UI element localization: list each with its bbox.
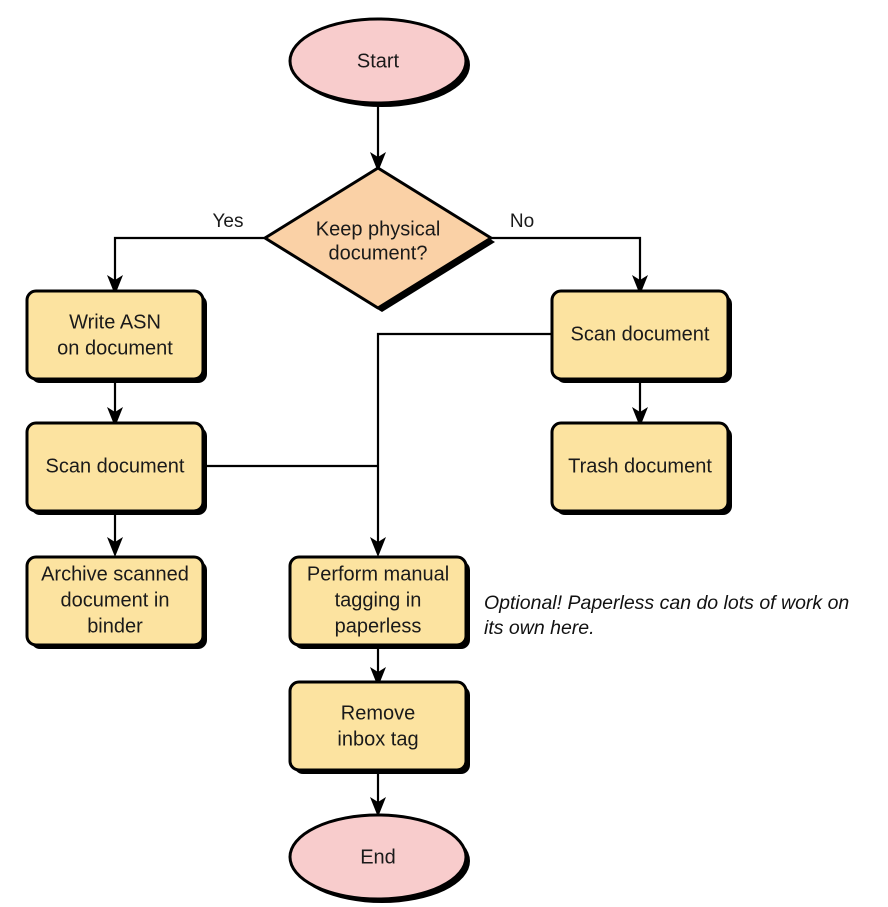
edge-line-yes [113,236,265,286]
archive-label-line3: binder [87,615,143,637]
remove-inbox-label-line2: inbox tag [337,728,418,750]
edge-start-to-decision [370,100,386,172]
remove-inbox-label-line1: Remove [341,702,415,724]
arrowhead-tagging-removeinbox [370,667,386,687]
arrowhead-scanright-tagging [370,537,386,557]
edge-scan-right-to-trash [632,378,648,427]
remove-inbox-rect [288,680,468,772]
scan-left-rect [25,421,205,513]
node-perform-manual-tagging[interactable]: Perform manual tagging in paperless [288,555,470,649]
arrowhead-no [632,275,648,295]
node-decision-keep-physical-document[interactable]: Keep physical document? [263,166,495,312]
node-write-asn[interactable]: Write ASN on document [25,289,207,383]
edges-layer [107,100,648,817]
edge-decision-no-to-scan-right [491,236,648,295]
edge-scan-right-to-tagging [370,332,552,557]
node-trash-document[interactable]: Trash document [550,421,732,515]
edge-decision-yes-to-write-asn [107,236,265,295]
archive-rect [25,555,205,647]
edge-label-no: No [510,211,534,232]
node-end[interactable]: End [288,813,470,903]
decision-diamond [263,166,493,310]
arrowhead-start-decision [370,152,386,172]
end-label: End [360,846,396,868]
tagging-label-line3: paperless [335,615,422,637]
trash-rect [550,421,730,513]
tagging-rect [288,555,468,647]
node-start[interactable]: Start [288,17,470,107]
scan-right-rect [550,289,730,381]
arrowhead-scanleft-archive [107,537,123,557]
edge-label-yes: Yes [213,211,244,232]
edge-line-scanright-tagging [376,332,552,548]
edge-labels-layer: Yes No [213,211,535,232]
archive-label-line1: Archive scanned [41,563,189,585]
edge-scan-left-to-archive [107,510,123,557]
annotation-optional-note: Optional! Paperless can do lots of work … [484,592,849,639]
annotation-line-2: its own here. [484,617,595,639]
arrowhead-scanright-trash [632,407,648,427]
edge-write-asn-to-scan-left [107,378,123,427]
decision-label-line2: document? [329,242,428,264]
tagging-label-line2: tagging in [335,589,422,611]
arrowhead-writeasn-scanleft [107,407,123,427]
trash-label: Trash document [568,455,712,477]
annotation-line-1: Optional! Paperless can do lots of work … [484,592,849,614]
write-asn-label-line1: Write ASN [69,311,161,333]
scan-right-label: Scan document [571,323,710,345]
node-archive-scanned-document[interactable]: Archive scanned document in binder [25,555,207,649]
edge-remove-inbox-to-end [370,770,386,817]
write-asn-label-line2: on document [57,337,173,359]
end-ellipse [288,813,468,901]
arrowhead-yes [107,275,123,295]
scan-left-label: Scan document [46,455,185,477]
tagging-label-line1: Perform manual [307,563,449,585]
arrowhead-removeinbox-end [370,797,386,817]
node-remove-inbox-tag[interactable]: Remove inbox tag [288,680,470,774]
node-scan-document-right[interactable]: Scan document [550,289,732,383]
write-asn-rect [25,289,205,381]
node-scan-document-left[interactable]: Scan document [25,421,207,515]
archive-label-line2: document in [61,589,170,611]
start-ellipse [288,17,468,105]
start-label: Start [357,50,400,72]
edge-line-no [491,236,642,286]
decision-label-line1: Keep physical [316,218,441,240]
